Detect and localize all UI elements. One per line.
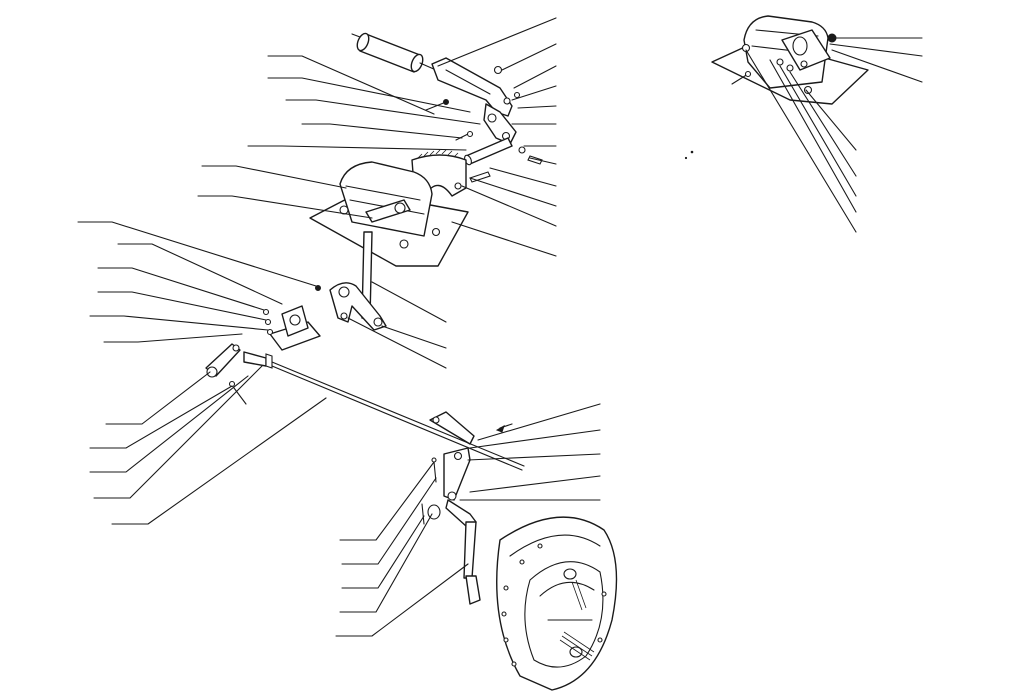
long-pull-rod xyxy=(271,361,525,471)
control-valve-housing xyxy=(309,161,469,267)
lower-linkage xyxy=(421,411,513,605)
clevis-and-crank-left xyxy=(205,343,273,405)
scan-speckles xyxy=(684,150,694,160)
lever-pivot-pin xyxy=(464,137,513,166)
leader-lines xyxy=(77,17,923,637)
brake-drum-backplate xyxy=(496,516,618,691)
bellcrank xyxy=(315,282,387,331)
hydraulic-cylinder xyxy=(351,32,437,73)
valve-detail-inset xyxy=(711,15,869,105)
pivot-bracket xyxy=(262,305,321,351)
